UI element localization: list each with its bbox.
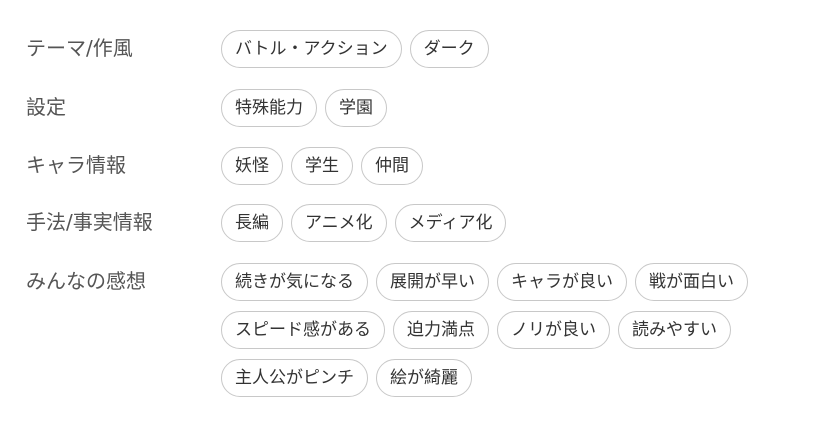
tag-chip[interactable]: 主人公がピンチ xyxy=(221,359,368,397)
tag-chip[interactable]: 絵が綺麗 xyxy=(376,359,472,397)
tag-chip[interactable]: 戦が面白い xyxy=(635,263,748,301)
tag-chip[interactable]: 学生 xyxy=(291,147,353,185)
row-label-theme: テーマ/作風 xyxy=(26,36,133,60)
tag-chip[interactable]: アニメ化 xyxy=(291,204,387,242)
row-label-character: キャラ情報 xyxy=(26,153,126,177)
tag-chip[interactable]: 特殊能力 xyxy=(221,89,317,127)
chip-list-impressions: 続きが気になる 展開が早い キャラが良い 戦が面白い スピード感がある 迫力満点… xyxy=(221,263,801,397)
chip-list-method: 長編 アニメ化 メディア化 xyxy=(221,204,801,242)
tag-chip[interactable]: ノリが良い xyxy=(497,311,610,349)
row-label-setting: 設定 xyxy=(26,95,66,119)
tag-chip[interactable]: 展開が早い xyxy=(376,263,489,301)
row-label-impressions: みんなの感想 xyxy=(26,269,146,293)
tag-chip[interactable]: 迫力満点 xyxy=(393,311,489,349)
tag-chip[interactable]: キャラが良い xyxy=(497,263,627,301)
tag-chip[interactable]: 長編 xyxy=(221,204,283,242)
tag-chip[interactable]: メディア化 xyxy=(394,204,507,242)
row-label-method: 手法/事実情報 xyxy=(26,210,153,234)
tag-chip[interactable]: スピード感がある xyxy=(221,311,385,349)
tag-chip[interactable]: ダーク xyxy=(409,30,489,68)
tag-chip[interactable]: 妖怪 xyxy=(221,147,283,185)
tag-chip[interactable]: 読みやすい xyxy=(618,311,731,349)
tag-chip[interactable]: 仲間 xyxy=(361,147,423,185)
chip-list-theme: バトル・アクション ダーク xyxy=(221,30,801,68)
chip-list-setting: 特殊能力 学園 xyxy=(221,89,801,127)
tag-chip[interactable]: 続きが気になる xyxy=(221,263,368,301)
tag-chip[interactable]: バトル・アクション xyxy=(221,30,402,68)
chip-list-character: 妖怪 学生 仲間 xyxy=(221,147,801,185)
tag-chip[interactable]: 学園 xyxy=(325,89,387,127)
